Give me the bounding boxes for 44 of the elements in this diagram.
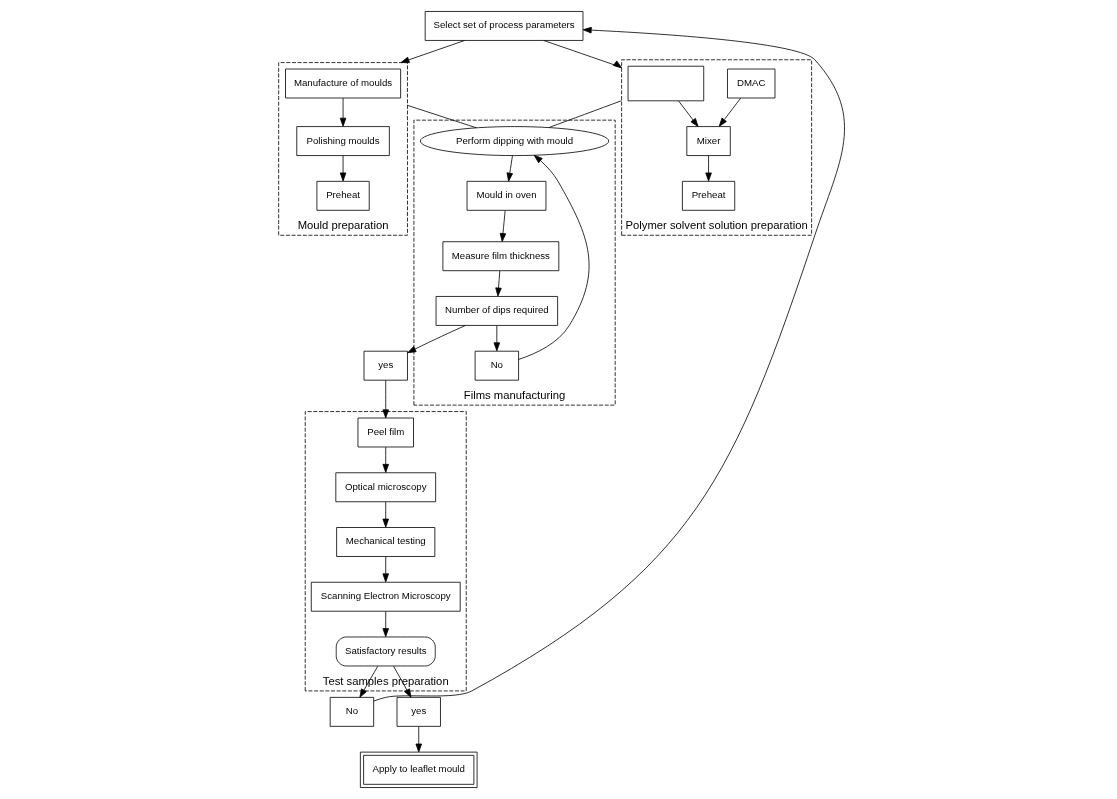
arrow — [493, 325, 501, 352]
node-box: Scanning Electron Microscopy — [310, 581, 461, 612]
node-box: DMAC — [727, 68, 776, 99]
node-box: Preheat — [316, 180, 370, 211]
arrow — [415, 726, 422, 753]
arrow — [678, 100, 699, 127]
node-box: Measure film thickness — [442, 241, 560, 272]
arrow — [339, 97, 347, 127]
arrow — [543, 40, 623, 69]
connector — [407, 104, 477, 129]
arrow — [718, 97, 742, 127]
node-box: Select set of process parameters — [424, 11, 584, 41]
arrow — [373, 26, 845, 702]
arrow — [382, 611, 389, 638]
arrow — [339, 155, 347, 182]
arrow — [499, 210, 507, 242]
node-box: Number of dips required — [435, 296, 558, 326]
node-box: Polishing moulds — [296, 126, 390, 156]
arrow — [400, 40, 466, 63]
arrow — [407, 325, 466, 354]
arrow — [393, 665, 412, 698]
arrow — [382, 556, 389, 583]
node-box: Preheat — [682, 180, 736, 211]
node-box: yes — [396, 696, 441, 727]
node-box: Mixer — [686, 126, 731, 156]
arrow — [382, 379, 389, 419]
arrow — [495, 270, 502, 297]
node-box: Mechanical testing — [336, 527, 436, 557]
node-box: Mould in oven — [466, 180, 547, 211]
arrow — [382, 501, 389, 528]
node-ellipse: Perform dipping with mould — [419, 126, 610, 156]
node-box: Manufacture of moulds — [285, 68, 402, 99]
node-box: Peel film — [357, 417, 414, 448]
node-box: No — [329, 696, 375, 727]
node-box: No — [474, 350, 519, 381]
node-box: Optical microscopy — [335, 472, 437, 503]
arrow — [359, 665, 379, 698]
arrow — [705, 155, 712, 182]
node-box: Satisfactory results — [335, 636, 436, 667]
arrow — [382, 446, 389, 473]
node-box — [627, 65, 705, 102]
arrow — [506, 155, 513, 182]
arrow — [518, 154, 590, 360]
node-box: yes — [363, 350, 408, 381]
